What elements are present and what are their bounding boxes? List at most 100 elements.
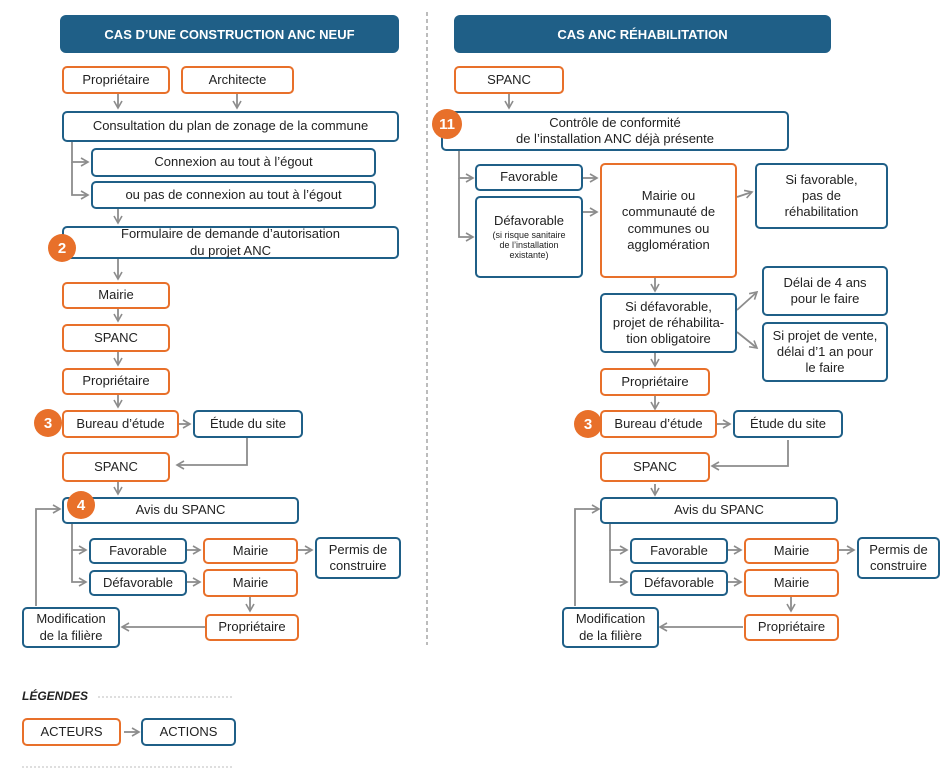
legend-acteurs: ACTEURS: [22, 718, 121, 746]
action-si-favorable: Si favorable, pas de réhabilitation: [755, 163, 888, 229]
action-favorable-label: Favorable: [109, 542, 167, 558]
modification-line-1: Modification: [36, 611, 106, 627]
actor-spanc-2-label: SPANC: [94, 458, 138, 474]
actor-mairie-1-label: Mairie: [98, 287, 134, 303]
actor-proprietaire-3-label: Propriétaire: [218, 619, 286, 635]
legend-actions-label: ACTIONS: [159, 723, 218, 739]
actor-mairie-2: Mairie: [203, 538, 298, 564]
action-connexion-egout: Connexion au tout à l’égout: [91, 148, 376, 177]
action-defavorable-r: Défavorable: [630, 570, 728, 596]
actor-mairie-r3: Mairie: [744, 569, 839, 597]
delai-4-ans-line-1: Délai de 4 ans: [783, 274, 867, 290]
actor-spanc-r2: SPANC: [600, 452, 710, 482]
actor-spanc-top-label: SPANC: [487, 71, 531, 87]
step-badge-11-number: 11: [439, 115, 455, 133]
action-etude-site-label: Étude du site: [210, 415, 286, 431]
actor-bureau-etude-r-label: Bureau d’étude: [614, 415, 703, 431]
controle-line-1: Contrôle de conformité: [549, 114, 681, 130]
permis-r-line-1: Permis de: [869, 541, 928, 557]
si-favorable-line-2: pas de: [801, 187, 842, 203]
permis-line-2: construire: [329, 558, 387, 573]
step-badge-4-number: 4: [76, 496, 86, 514]
action-defavorable: Défavorable: [89, 570, 187, 596]
actor-proprietaire-2: Propriétaire: [62, 368, 170, 395]
step-badge-4: 4: [67, 491, 95, 519]
projet-vente-line-1: Si projet de vente,: [772, 327, 878, 343]
action-avis-spanc: Avis du SPANC: [62, 497, 299, 524]
action-permis-construire: Permis de construire: [315, 537, 401, 579]
actor-mairie-r3-label: Mairie: [773, 574, 810, 590]
action-delai-4-ans: Délai de 4 ans pour le faire: [762, 266, 888, 316]
action-pas-connexion-egout-label: ou pas de connexion au tout à l’égout: [125, 186, 342, 202]
actor-spanc-1-label: SPANC: [94, 329, 138, 345]
action-favorable-controle-label: Favorable: [500, 169, 558, 185]
defav-note-line-1: (si risque sanitaire: [492, 229, 566, 240]
step-badge-3-left: 3: [34, 409, 62, 437]
action-etude-site: Étude du site: [193, 410, 303, 438]
controle-line-2: de l’installation ANC déjà présente: [515, 131, 714, 146]
action-favorable-r-label: Favorable: [650, 542, 708, 558]
action-permis-construire-r: Permis de construire: [857, 537, 940, 579]
action-favorable-controle: Favorable: [475, 164, 583, 191]
step-badge-11: 11: [432, 109, 462, 139]
modification-r-line-1: Modification: [575, 611, 646, 627]
action-projet-vente: Si projet de vente, délai d’1 an pour le…: [762, 322, 888, 382]
action-controle-conformite: Contrôle de conformité de l’installation…: [441, 111, 789, 151]
actor-mairie-3-label: Mairie: [232, 574, 269, 590]
legend-title-text: LÉGENDES: [22, 689, 89, 703]
actor-mairie-3: Mairie: [203, 569, 298, 597]
actor-mairie-r2-label: Mairie: [773, 542, 810, 558]
step-badge-2-number: 2: [57, 239, 67, 257]
step-badge-3-left-number: 3: [43, 414, 53, 432]
projet-vente-line-2: délai d’1 an pour: [776, 343, 874, 359]
action-favorable: Favorable: [89, 538, 187, 564]
actor-bureau-etude-r: Bureau d’étude: [600, 410, 717, 438]
actor-architecte: Architecte: [181, 66, 294, 94]
header-rehabilitation: CAS ANC RÉHABILITATION: [454, 15, 831, 53]
permis-line-1: Permis de: [328, 541, 388, 557]
action-favorable-r: Favorable: [630, 538, 728, 564]
action-formulaire-autorisation: Formulaire de demande d’autorisation du …: [62, 226, 399, 259]
permis-r-line-2: construire: [869, 558, 928, 573]
actor-proprietaire-1: Propriétaire: [62, 66, 170, 94]
header-rehabilitation-label: CAS ANC RÉHABILITATION: [557, 26, 728, 42]
action-avis-spanc-label: Avis du SPANC: [135, 502, 226, 518]
legend-actions: ACTIONS: [141, 718, 236, 746]
defav-note-line-2: de l’installation: [499, 239, 559, 250]
legend-acteurs-label: ACTEURS: [40, 723, 103, 739]
header-construction-neuf: CAS D’UNE CONSTRUCTION ANC NEUF: [60, 15, 399, 53]
actor-proprietaire-r2: Propriétaire: [744, 614, 839, 641]
action-pas-connexion-egout: ou pas de connexion au tout à l’égout: [91, 181, 376, 209]
step-badge-3-right: 3: [574, 410, 602, 438]
actor-spanc-2: SPANC: [62, 452, 170, 482]
si-defavorable-line-3: tion obligatoire: [626, 331, 711, 347]
actor-proprietaire-2-label: Propriétaire: [82, 373, 150, 389]
header-construction-neuf-label: CAS D’UNE CONSTRUCTION ANC NEUF: [104, 26, 355, 42]
si-defavorable-line-1: Si défavorable,: [625, 298, 712, 314]
si-favorable-line-3: réhabilitation: [784, 204, 859, 220]
actor-proprietaire-r1: Propriétaire: [600, 368, 710, 396]
actor-proprietaire-r1-label: Propriétaire: [621, 373, 689, 389]
action-modification-filiere-r: Modification de la filière: [562, 607, 659, 648]
actor-proprietaire-r2-label: Propriétaire: [757, 619, 826, 635]
legend-title: LÉGENDES: [22, 689, 88, 703]
action-avis-spanc-r: Avis du SPANC: [600, 497, 838, 524]
formulaire-line-1: Formulaire de demande d’autorisation: [121, 226, 340, 242]
actor-mairie-2-label: Mairie: [232, 542, 269, 558]
actor-bureau-etude: Bureau d’étude: [62, 410, 179, 438]
actor-bureau-etude-label: Bureau d’étude: [76, 415, 165, 431]
action-defavorable-r-label: Défavorable: [643, 574, 715, 590]
action-etude-site-r: Étude du site: [733, 410, 843, 438]
action-connexion-egout-label: Connexion au tout à l’égout: [154, 154, 313, 170]
action-defavorable-controle: Défavorable (si risque sanitaire de l’in…: [475, 196, 583, 278]
mairie-communaute-line-3: communes ou: [627, 220, 710, 236]
mairie-communaute-line-2: communauté de: [621, 204, 716, 220]
actor-spanc-1: SPANC: [62, 324, 170, 352]
step-badge-3-right-number: 3: [583, 415, 593, 433]
action-etude-site-r-label: Étude du site: [750, 415, 826, 431]
modification-r-line-2: de la filière: [579, 627, 642, 643]
si-defavorable-line-2: projet de réhabilita-: [612, 314, 725, 330]
actor-architecte-label: Architecte: [208, 71, 267, 87]
